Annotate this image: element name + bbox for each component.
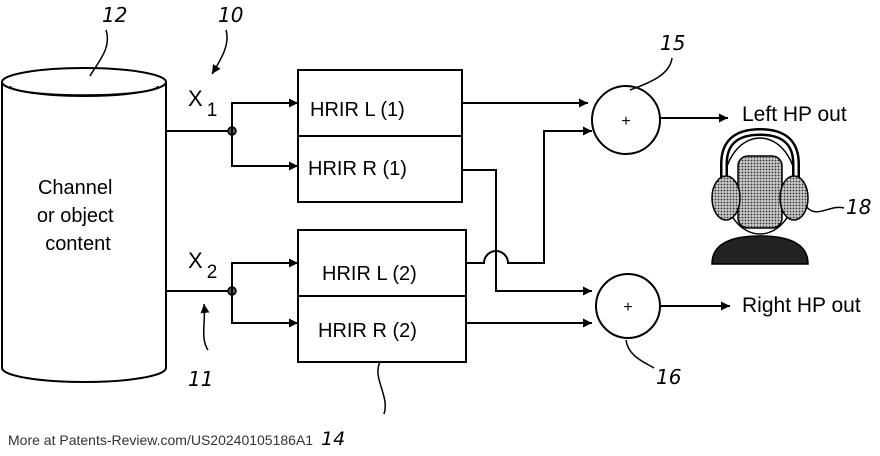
ref-filters: 14 xyxy=(321,428,345,450)
hrir-r1-label: HRIR R (1) xyxy=(308,158,407,180)
leader-signal-2 xyxy=(204,304,208,350)
signal-x2-label: X2 xyxy=(188,248,217,283)
wire-x2-to-hrir-r2 xyxy=(232,291,298,323)
ref-headphones: 18 xyxy=(846,195,871,219)
signal-x1-label: X1 xyxy=(188,86,217,121)
wire-x1-to-hrir-r1 xyxy=(232,131,298,166)
source-label-line2: or object xyxy=(37,205,114,227)
summer-right-symbol: + xyxy=(623,299,632,316)
ref-source: 12 xyxy=(102,3,127,27)
wire-hrir-r1-to-sum-right xyxy=(462,170,592,291)
source-label-line3: content xyxy=(45,233,111,255)
hrir-block-pair-1: HRIR L (1) HRIR R (1) xyxy=(298,70,462,202)
hrir-block-pair-2: HRIR L (2) HRIR R (2) xyxy=(298,230,466,362)
ref-summer-left: 15 xyxy=(660,31,685,55)
right-output-label: Right HP out xyxy=(742,294,861,317)
ref-signal-1: 10 xyxy=(218,3,243,27)
hrir-l1-label: HRIR L (1) xyxy=(310,99,405,121)
leader-filters xyxy=(378,362,385,414)
ref-signal-2: 11 xyxy=(188,367,213,391)
left-output-label: Left HP out xyxy=(742,103,847,126)
hrir-l2-label: HRIR L (2) xyxy=(322,263,417,285)
source-label-line1: Channel xyxy=(38,177,113,199)
source-label: Channel or object content xyxy=(37,177,119,255)
source-footer: More at Patents-Review.com/US20240105186… xyxy=(8,428,345,450)
summer-left-symbol: + xyxy=(621,113,630,130)
headphones-icon xyxy=(712,132,808,264)
wire-x1-to-hrir-l1 xyxy=(232,103,298,131)
leader-summer-right xyxy=(626,340,654,368)
wire-hrir-l2-to-sum-left xyxy=(466,131,592,263)
hrir-r2-label: HRIR R (2) xyxy=(318,320,417,342)
ref-summer-right: 16 xyxy=(656,365,681,389)
leader-headphones xyxy=(806,206,844,212)
wire-x2-to-hrir-l2 xyxy=(232,263,298,291)
source-cylinder: Channel or object content xyxy=(2,68,166,382)
leader-summer-left xyxy=(630,58,672,90)
leader-signal-1 xyxy=(212,30,227,74)
footer-link-text[interactable]: More at Patents-Review.com/US20240105186… xyxy=(8,432,313,448)
